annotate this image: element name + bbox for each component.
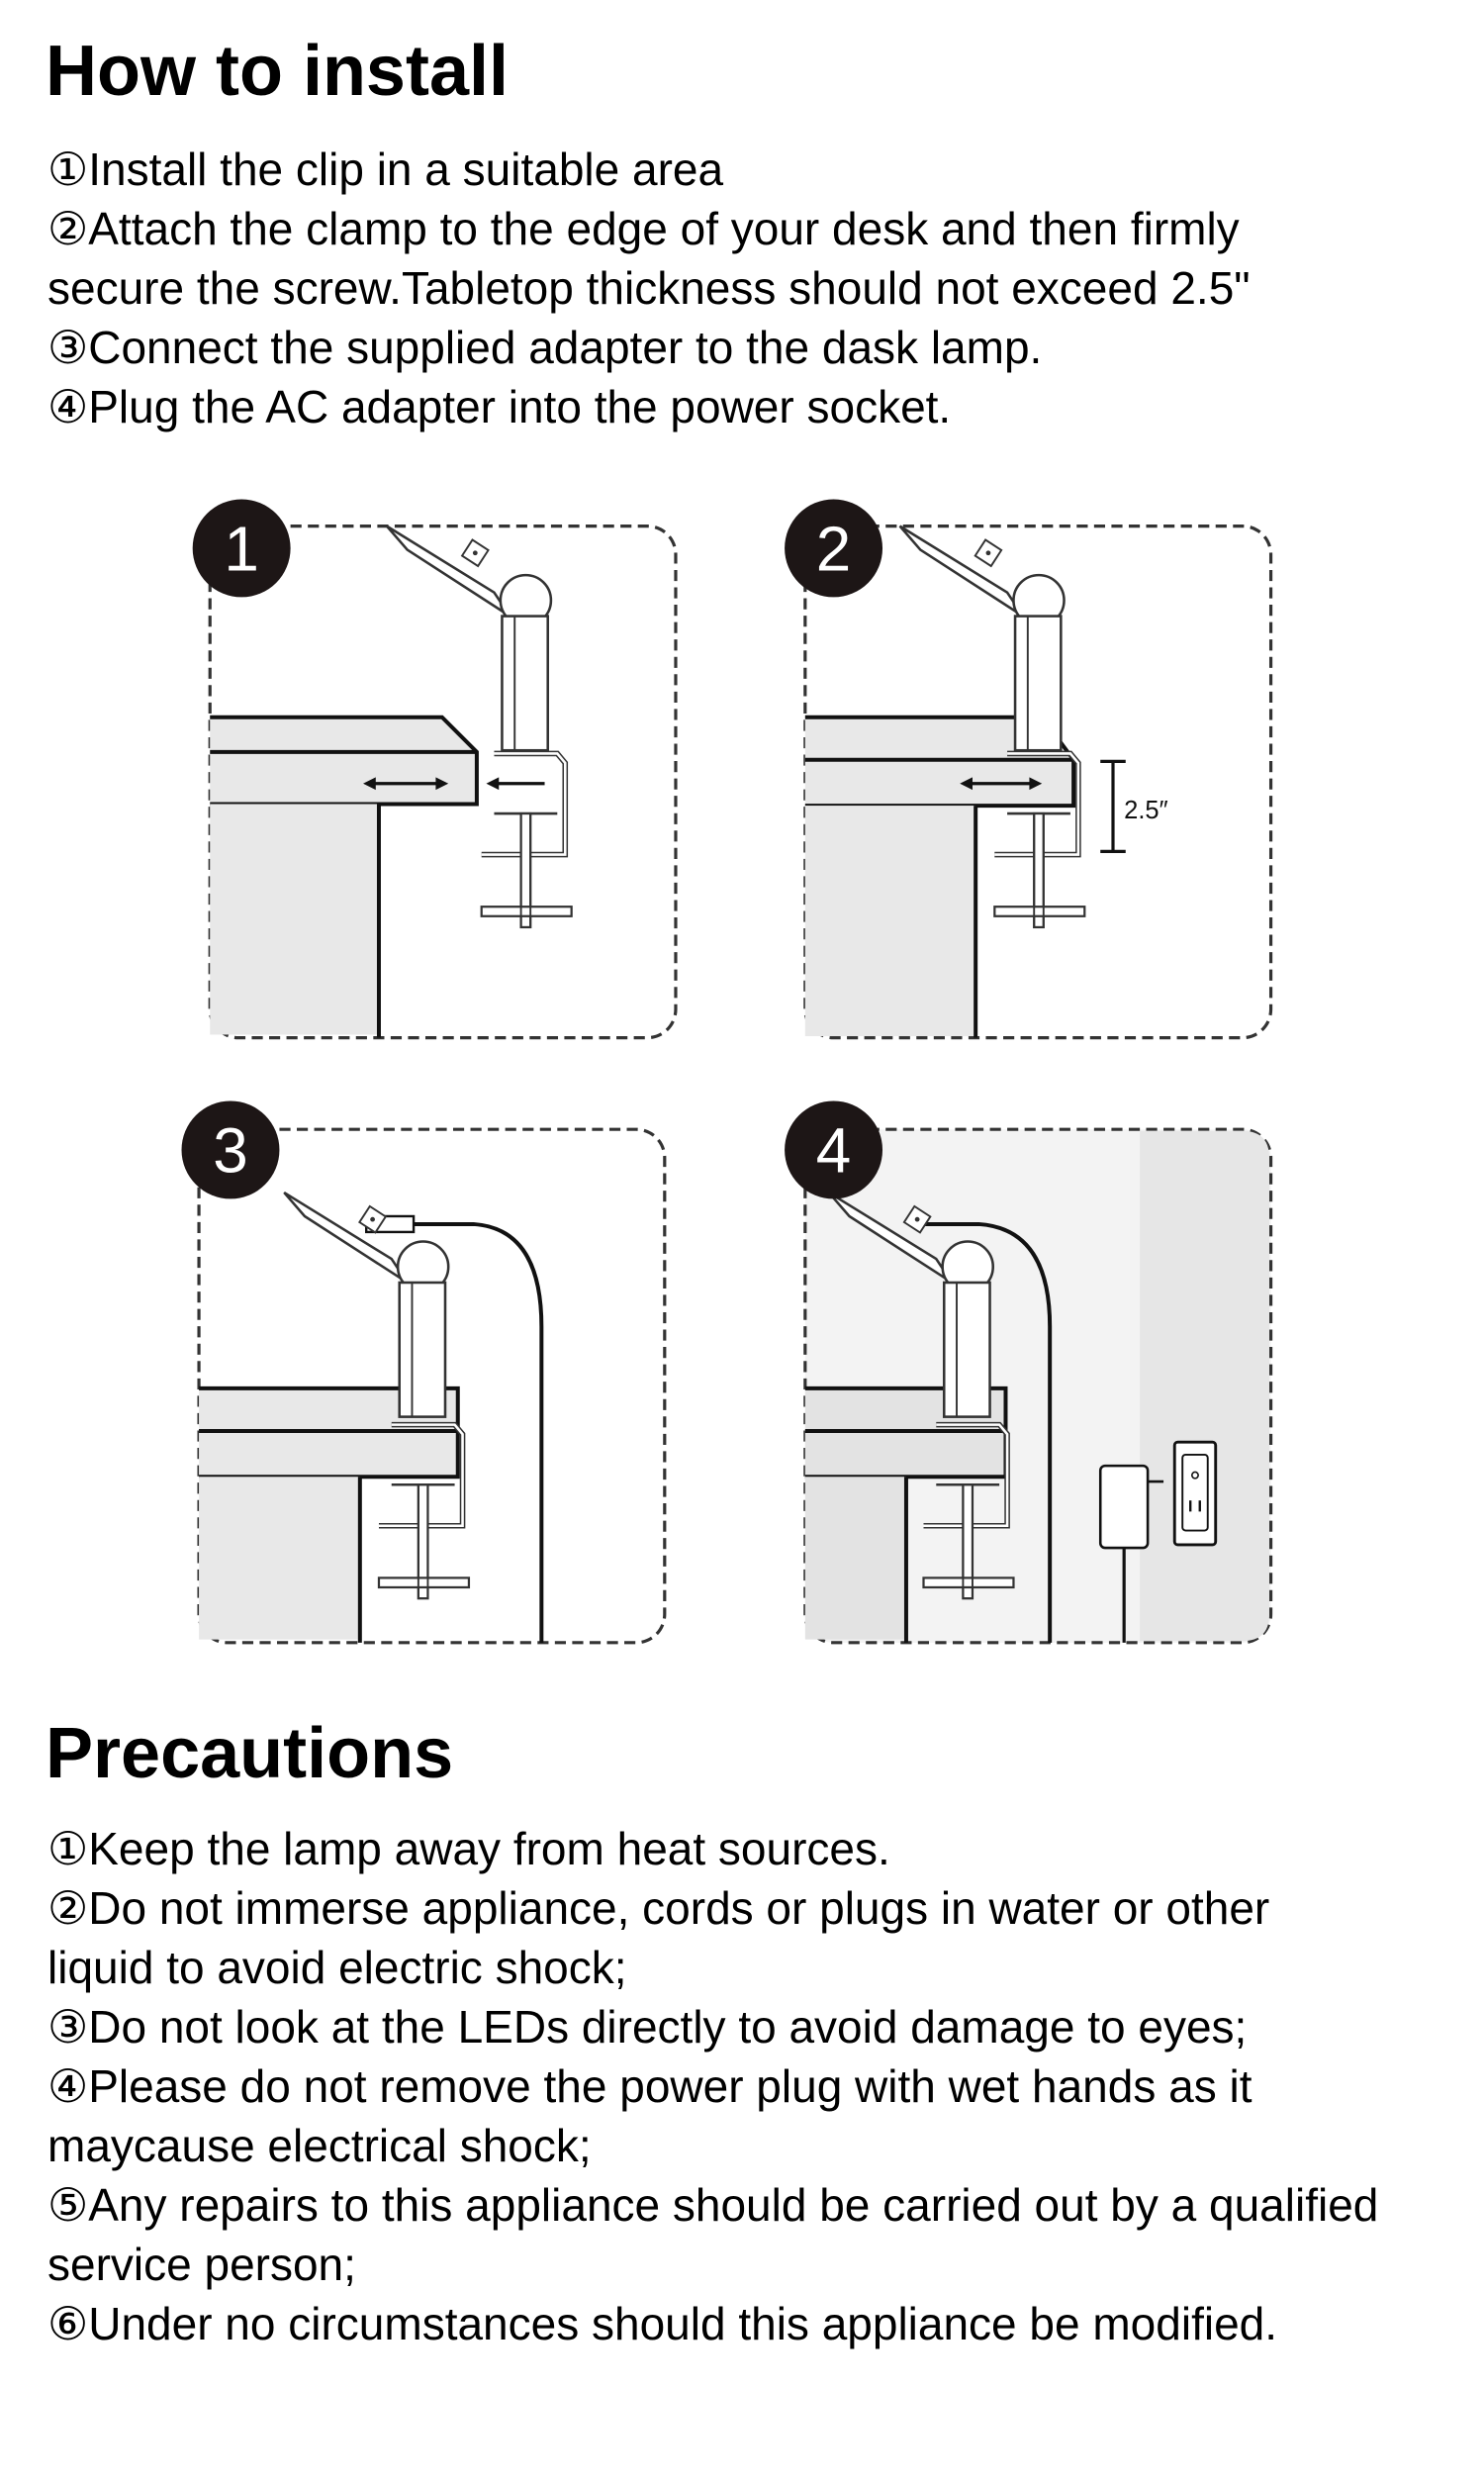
precaution-item: liquid to avoid electric shock; bbox=[47, 1942, 627, 1993]
diagram-step-3: 3 bbox=[181, 1100, 667, 1645]
precautions-heading: Precautions bbox=[46, 1714, 454, 1793]
precaution-item: maycause electrical shock; bbox=[47, 2120, 592, 2171]
double-arrow-icon bbox=[960, 777, 1043, 791]
install-step: secure the screw.Tabletop thickness shou… bbox=[47, 262, 1251, 314]
diagram-step-4: 4 bbox=[785, 1100, 1273, 1645]
thickness-dimension bbox=[1100, 759, 1126, 853]
step-number: 1 bbox=[224, 513, 259, 584]
precaution-item: ④Please do not remove the power plug wit… bbox=[47, 2060, 1252, 2112]
install-step: ②Attach the clamp to the edge of your de… bbox=[47, 203, 1240, 254]
power-cord bbox=[414, 1221, 544, 1643]
wall-outlet-icon bbox=[1172, 1440, 1218, 1547]
power-cord bbox=[925, 1221, 1053, 1643]
install-steps: ①Install the clip in a suitable area ②At… bbox=[47, 140, 1251, 436]
precaution-item: ③Do not look at the LEDs directly to avo… bbox=[47, 2001, 1248, 2053]
install-step: ③Connect the supplied adapter to the das… bbox=[47, 322, 1043, 373]
step-number: 4 bbox=[816, 1114, 851, 1186]
double-arrow-icon bbox=[363, 777, 449, 791]
diagram-step-2: 2.5″ 2 bbox=[785, 499, 1273, 1040]
precaution-item: service person; bbox=[47, 2239, 356, 2290]
precaution-item: ⑥Under no circumstances should this appl… bbox=[47, 2298, 1278, 2349]
install-heading: How to install bbox=[46, 32, 509, 111]
precaution-item: ②Do not immerse appliance, cords or plug… bbox=[47, 1882, 1270, 1934]
precaution-item: ①Keep the lamp away from heat sources. bbox=[47, 1823, 890, 1874]
diagram-step-1: 1 bbox=[192, 499, 678, 1040]
precautions-list: ①Keep the lamp away from heat sources. ②… bbox=[47, 1819, 1378, 2353]
ac-adapter-icon bbox=[1098, 1464, 1164, 1643]
thickness-label: 2.5″ bbox=[1124, 797, 1168, 824]
precaution-item: ⑤Any repairs to this appliance should be… bbox=[47, 2179, 1379, 2231]
step-number: 2 bbox=[816, 513, 851, 584]
install-step: ①Install the clip in a suitable area bbox=[47, 143, 724, 195]
left-arrow-icon bbox=[486, 777, 545, 791]
step-number: 3 bbox=[213, 1114, 247, 1186]
install-step: ④Plug the AC adapter into the power sock… bbox=[47, 381, 952, 432]
